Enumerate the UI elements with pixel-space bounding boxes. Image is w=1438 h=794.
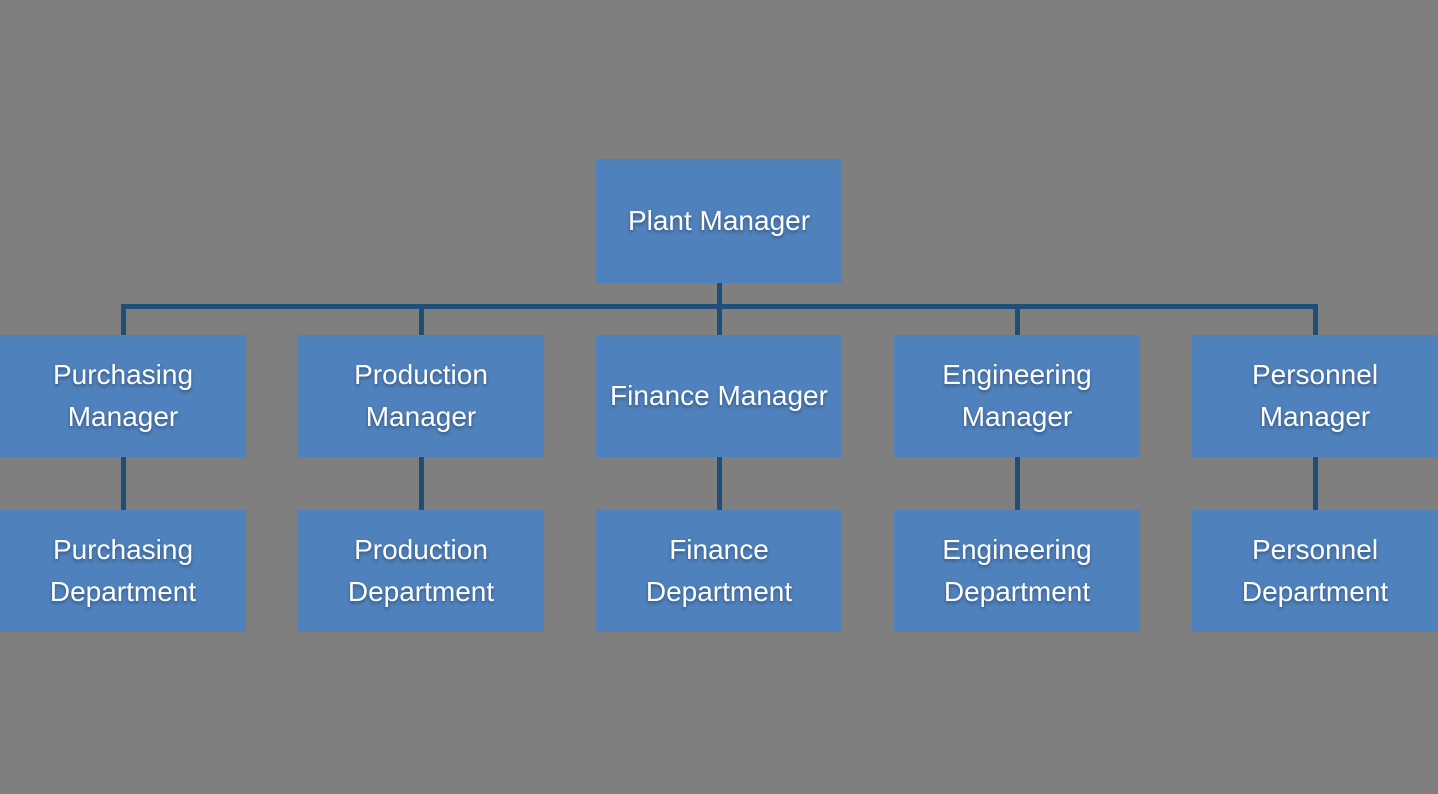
node-label: Engineering Manager [942, 359, 1092, 432]
node-engineering-manager: Engineering Manager [894, 335, 1140, 457]
connector-drop-to-manager [419, 304, 424, 335]
node-production-department: Production Department [298, 510, 544, 632]
node-label: Engineering Department [942, 534, 1092, 607]
node-label: Personnel Manager [1251, 359, 1379, 432]
node-label: Finance Department [645, 534, 793, 607]
node-label: Purchasing Department [49, 534, 197, 607]
connector-drop-to-manager [717, 304, 722, 335]
node-personnel-department: Personnel Department [1192, 510, 1438, 632]
connector-drop-to-department [121, 457, 126, 510]
node-plant-manager: Plant Manager [596, 159, 842, 283]
connector-drop-to-manager [121, 304, 126, 335]
connector-trunk [717, 283, 722, 309]
node-label: Finance Manager [610, 380, 828, 411]
node-personnel-manager: Personnel Manager [1192, 335, 1438, 457]
node-label: Personnel Department [1241, 534, 1389, 607]
connector-drop-to-department [717, 457, 722, 510]
connector-drop-to-manager [1313, 304, 1318, 335]
node-label: Plant Manager [627, 205, 811, 236]
connector-drop-to-department [1015, 457, 1020, 510]
node-label: Purchasing Manager [52, 359, 194, 432]
node-finance-department: Finance Department [596, 510, 842, 632]
node-purchasing-department: Purchasing Department [0, 510, 246, 632]
connector-drop-to-department [1313, 457, 1318, 510]
node-finance-manager: Finance Manager [596, 335, 842, 457]
connector-drop-to-department [419, 457, 424, 510]
node-production-manager: Production Manager [298, 335, 544, 457]
node-label: Production Department [347, 534, 495, 607]
node-engineering-department: Engineering Department [894, 510, 1140, 632]
node-purchasing-manager: Purchasing Manager [0, 335, 246, 457]
connector-drop-to-manager [1015, 304, 1020, 335]
node-label: Production Manager [354, 359, 488, 432]
